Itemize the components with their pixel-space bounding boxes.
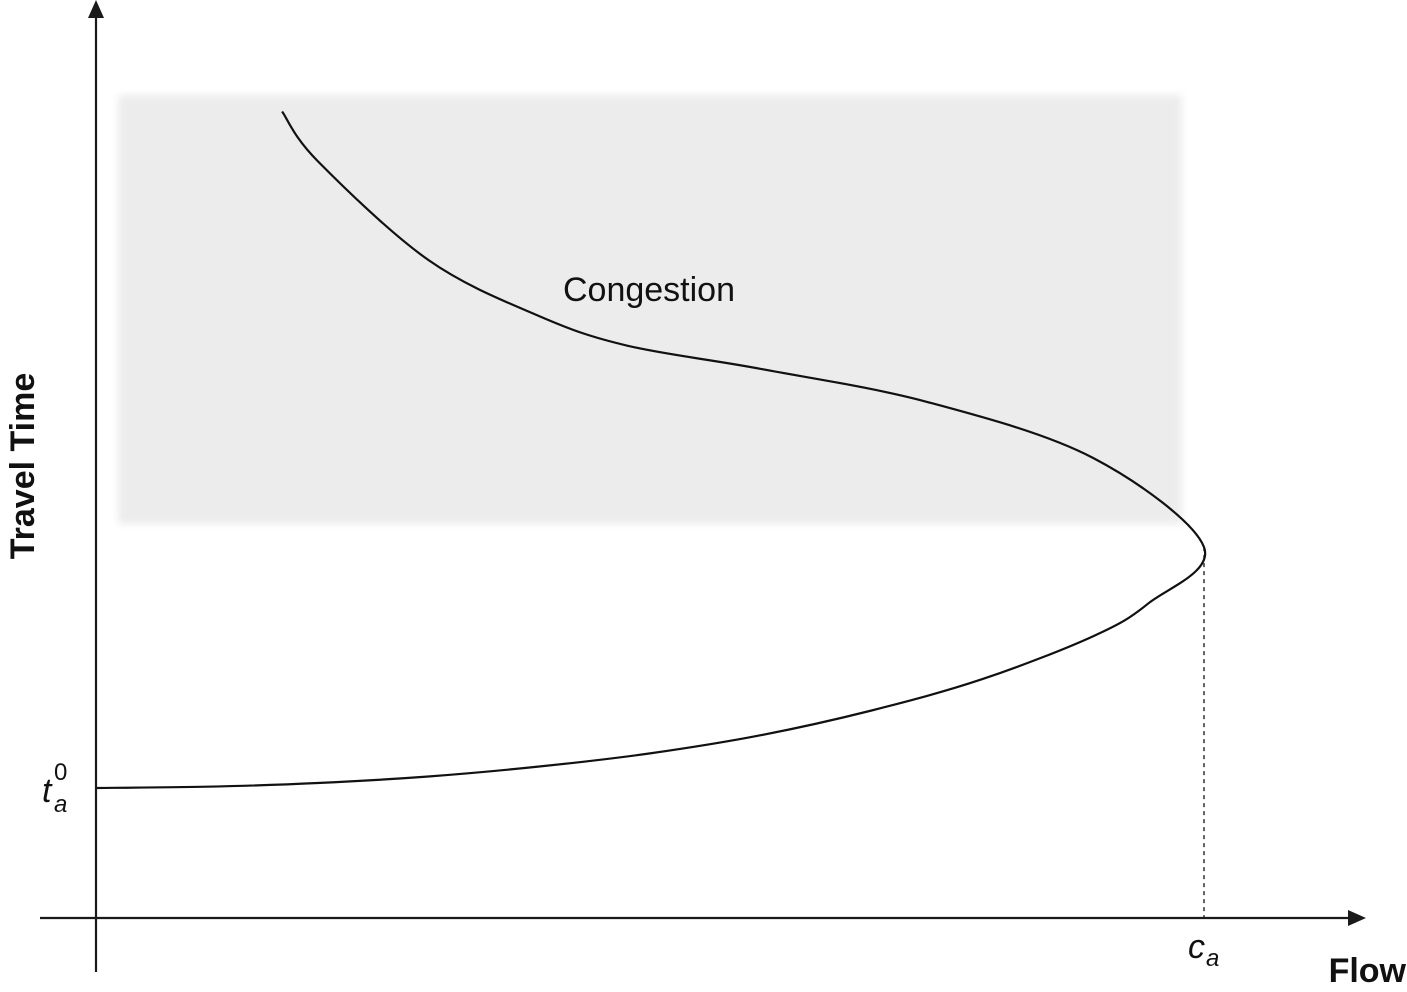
capacity-subscript: a [1206, 945, 1219, 972]
free-flow-time-superscript: 0 [54, 759, 67, 786]
x-axis-arrow [1348, 910, 1366, 926]
x-axis-title: Flow [1329, 952, 1407, 990]
free-flow-time-base: t [42, 772, 53, 810]
capacity-label: c a [1188, 928, 1219, 972]
y-axis-title: Travel Time [4, 373, 42, 560]
free-flow-time-subscript: a [54, 791, 67, 818]
capacity-base: c [1188, 928, 1205, 966]
congestion-region [118, 95, 1182, 524]
travel-time-curve [95, 110, 1207, 790]
congestion-label: Congestion [563, 271, 735, 309]
y-axis-arrow [88, 0, 104, 18]
plot-layer [95, 95, 1207, 918]
free-flow-time-label: t a 0 [42, 759, 77, 820]
